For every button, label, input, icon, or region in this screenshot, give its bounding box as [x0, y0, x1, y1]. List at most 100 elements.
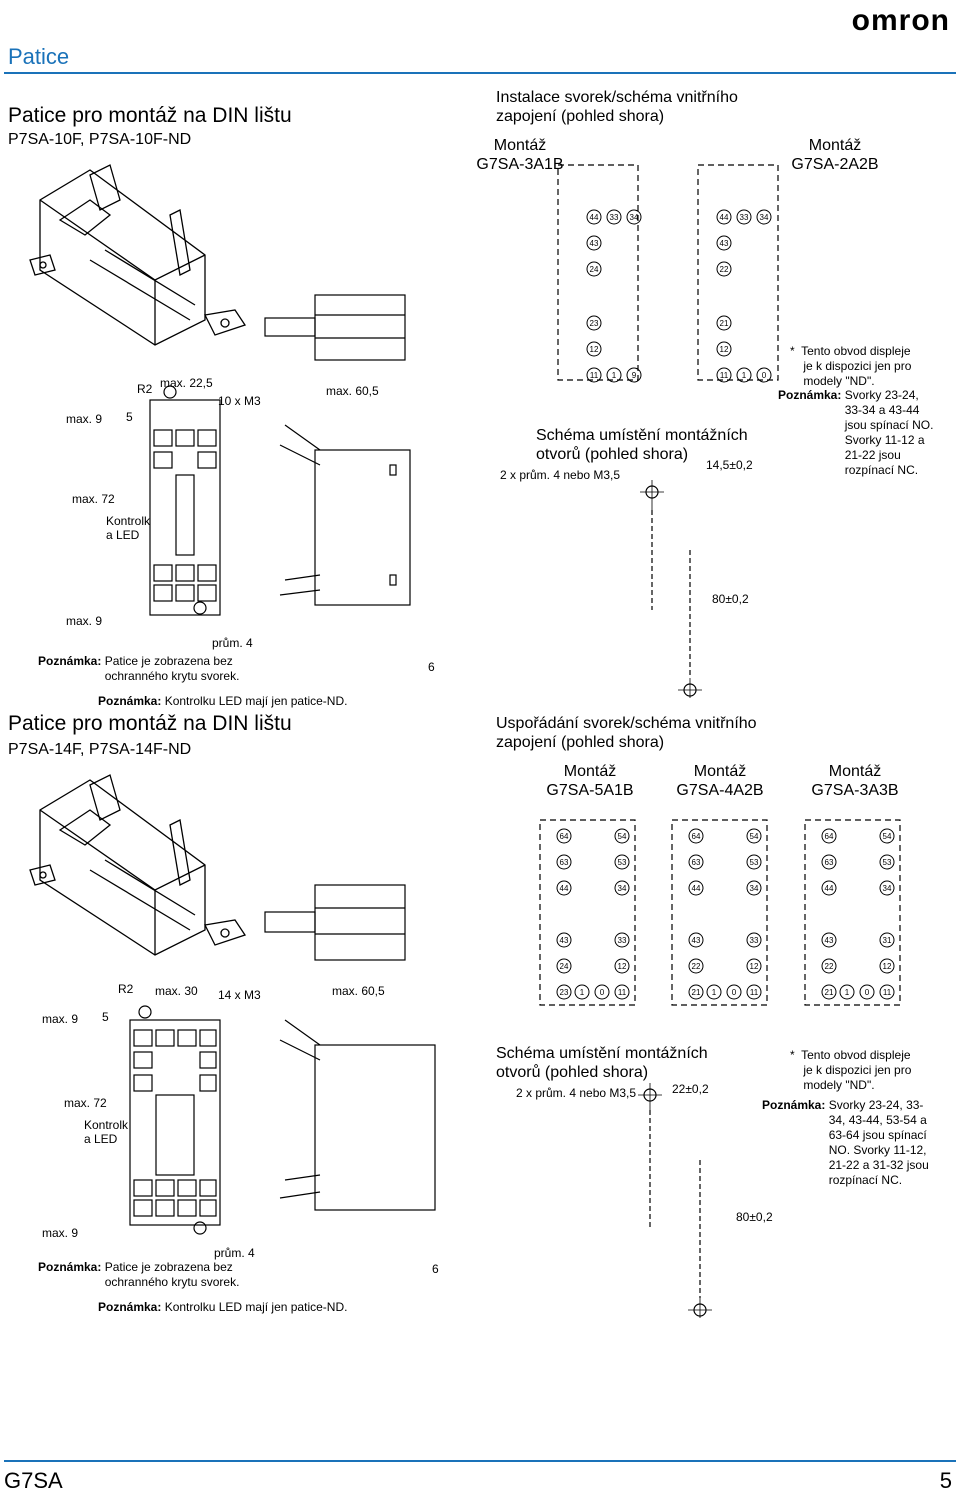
section1-models: P7SA-10F, P7SA-10F-ND: [8, 131, 192, 148]
poznamka-1: Poznámka: Svorky 23-24, 33-34 a 43-44 js…: [778, 388, 933, 478]
socket-14f-side-view: [264, 884, 436, 1211]
note-label: Poznámka:: [98, 1300, 162, 1314]
svg-text:22: 22: [825, 962, 834, 971]
dim-max9a: max. 9: [66, 412, 103, 426]
svg-text:21: 21: [692, 988, 701, 997]
holes-height-1: 80±0,2: [712, 592, 749, 606]
note-label: Poznámka:: [38, 654, 102, 668]
svg-text:33: 33: [740, 213, 749, 222]
dim-max72-2: max. 72: [64, 1096, 107, 1110]
svg-text:64: 64: [692, 832, 701, 841]
svg-text:44: 44: [692, 884, 701, 893]
footer-product: G7SA: [4, 1468, 63, 1493]
led-label-2: Kontrolk a LED: [84, 1118, 129, 1146]
svg-text:11: 11: [618, 988, 627, 997]
holes-heading-1: Schéma umístění montážních otvorů (pohle…: [536, 427, 748, 463]
note-text: Patice je zobrazena bez ochranného krytu…: [104, 654, 240, 683]
dim-max9b-2: max. 9: [42, 1226, 79, 1240]
socket-note-2: Poznámka: Patice je zobrazena bez ochran…: [38, 1260, 239, 1290]
socket-14f-top-view: [129, 1005, 221, 1235]
holes-heading-2: Schéma umístění montážních otvorů (pohle…: [496, 1045, 708, 1081]
svg-text:22: 22: [692, 962, 701, 971]
led-note-1: Poznámka: Kontrolku LED mají jen patice-…: [98, 694, 347, 709]
holes-height-2: 80±0,2: [736, 1210, 773, 1224]
svg-text:63: 63: [560, 858, 569, 867]
svg-text:12: 12: [750, 962, 759, 971]
dim-dia: prům. 4: [212, 636, 253, 650]
svg-text:23: 23: [590, 319, 599, 328]
dim-max9b: max. 9: [66, 614, 103, 628]
svg-text:63: 63: [692, 858, 701, 867]
svg-text:12: 12: [618, 962, 627, 971]
svg-text:1: 1: [612, 371, 617, 380]
note-text: Kontrolku LED mají jen patice-ND.: [164, 1300, 348, 1314]
svg-text:34: 34: [883, 884, 892, 893]
install2-heading: Uspořádání svorek/schéma vnitřního zapoj…: [496, 715, 757, 751]
svg-text:43: 43: [560, 936, 569, 945]
mount-3a3b: Montáž G7SA-3A3B: [811, 763, 899, 799]
svg-text:54: 54: [618, 832, 627, 841]
poznamka-label: Poznámka:: [778, 388, 842, 402]
dim-max72: max. 72: [72, 492, 115, 506]
socket-10f-illustration: [29, 164, 247, 346]
svg-text:64: 64: [825, 832, 834, 841]
svg-text:34: 34: [750, 884, 759, 893]
svg-text:43: 43: [825, 936, 834, 945]
svg-text:22: 22: [720, 265, 729, 274]
socket-14f-illustration: [29, 774, 247, 956]
dim-max22: max. 22,5: [160, 376, 213, 390]
dim-five-2: 5: [102, 1010, 109, 1024]
svg-text:11: 11: [883, 988, 892, 997]
svg-text:44: 44: [560, 884, 569, 893]
svg-text:63: 63: [825, 858, 834, 867]
section2-models: P7SA-14F, P7SA-14F-ND: [8, 741, 192, 758]
section-title: Patice: [8, 44, 70, 69]
svg-text:43: 43: [692, 936, 701, 945]
svg-text:21: 21: [720, 319, 729, 328]
svg-text:54: 54: [883, 832, 892, 841]
dim-max30: max. 30: [155, 984, 198, 998]
dim-five: 5: [126, 410, 133, 424]
svg-text:33: 33: [750, 936, 759, 945]
dim-max9a-2: max. 9: [42, 1012, 79, 1026]
holes-width-2: 22±0,2: [672, 1082, 709, 1096]
svg-text:53: 53: [618, 858, 627, 867]
holes-dia-2: 2 x prům. 4 nebo M3,5: [516, 1086, 637, 1100]
svg-text:53: 53: [883, 858, 892, 867]
terminal-diagram-2a2b: 44 33 34 43 22 21 12 11 1 0: [697, 164, 779, 383]
svg-text:34: 34: [760, 213, 769, 222]
dim-m3: 10 x M3: [218, 394, 261, 408]
svg-text:12: 12: [720, 345, 729, 354]
section2-title: Patice pro montáž na DIN lištu: [8, 712, 292, 735]
socket-10f-side-view: [264, 294, 411, 606]
svg-text:34: 34: [630, 213, 639, 222]
holes-width-1: 14,5±0,2: [706, 458, 753, 472]
socket-note-1: Poznámka: Patice je zobrazena bez ochran…: [38, 654, 239, 684]
svg-text:1: 1: [845, 988, 850, 997]
svg-text:33: 33: [610, 213, 619, 222]
terminal-diagram-3a1b: 44 33 34 43 24 23 12 11 1 9: [557, 164, 642, 383]
mount-3a1b: Montáž G7SA-3A1B: [476, 137, 564, 173]
svg-text:54: 54: [750, 832, 759, 841]
svg-text:23: 23: [560, 988, 569, 997]
svg-text:9: 9: [632, 371, 637, 380]
svg-text:64: 64: [560, 832, 569, 841]
holes-dia-1: 2 x prům. 4 nebo M3,5: [500, 468, 621, 482]
mounting-holes-2: [638, 1083, 712, 1318]
svg-text:43: 43: [720, 239, 729, 248]
svg-text:34: 34: [618, 884, 627, 893]
dim-max605: max. 60,5: [326, 384, 379, 398]
note-text: Patice je zobrazena bez ochranného krytu…: [104, 1260, 240, 1289]
svg-text:0: 0: [865, 988, 870, 997]
svg-text:12: 12: [883, 962, 892, 971]
svg-text:44: 44: [825, 884, 834, 893]
mount-4a2b: Montáž G7SA-4A2B: [676, 763, 764, 799]
star-note-2: * Tento obvod displeje je k dispozici je…: [790, 1048, 912, 1092]
led-label: Kontrolk a LED: [106, 514, 151, 542]
svg-text:43: 43: [590, 239, 599, 248]
page-number: 5: [939, 1468, 952, 1493]
svg-text:1: 1: [712, 988, 717, 997]
mounting-holes-1: [640, 480, 702, 698]
dim-six: 6: [428, 660, 435, 674]
footer-rule: [4, 1460, 956, 1462]
